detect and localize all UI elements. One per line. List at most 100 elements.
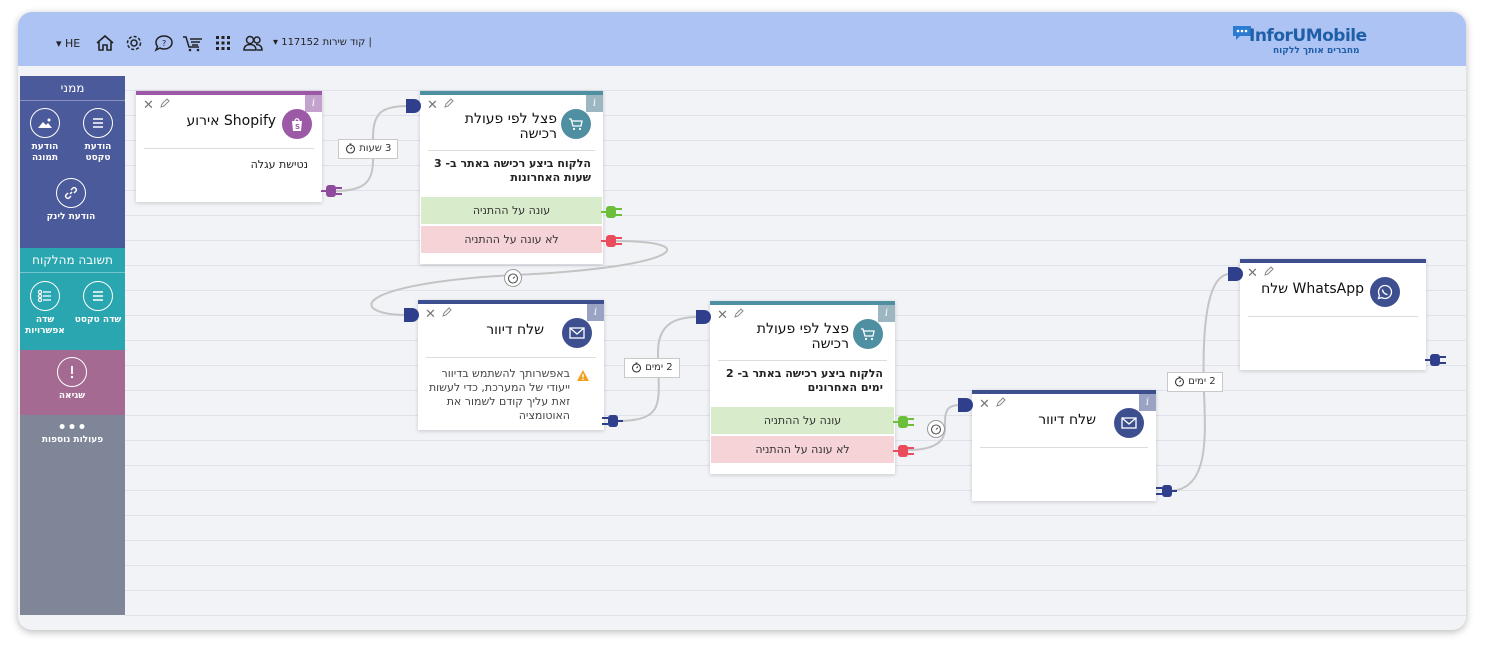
node-send-email-1[interactable]: i ✕ שלח דיוור באפשרותך להשתמש בדיוור ייע… bbox=[418, 300, 604, 430]
action-palette: ממני הודעת טקסט הודעת תמונה הודעת לינק ת… bbox=[20, 76, 125, 615]
delay-text: 2 ימים bbox=[645, 362, 673, 373]
node-color-bar bbox=[1240, 259, 1426, 263]
apps-grid-icon[interactable] bbox=[215, 35, 231, 51]
palette-section-title: ממני bbox=[20, 76, 125, 101]
pencil-icon[interactable] bbox=[996, 397, 1006, 407]
output-port[interactable] bbox=[1425, 354, 1446, 366]
close-icon[interactable]: ✕ bbox=[425, 307, 436, 322]
envelope-icon bbox=[562, 318, 592, 348]
branch-no[interactable]: לא עונה על ההתניה bbox=[421, 226, 602, 253]
node-description: הלקוח ביצע רכישה באתר ב- 2 ימים האחרונים bbox=[725, 367, 883, 394]
node-warning-text: באפשרותך להשתמש בדיוור ייעודי של המערכת,… bbox=[428, 367, 570, 422]
output-port-yes[interactable] bbox=[601, 206, 622, 218]
input-port[interactable] bbox=[406, 99, 421, 113]
node-color-bar bbox=[136, 91, 322, 95]
node-send-whatsapp[interactable]: ✕ שלח WhatsApp bbox=[1240, 259, 1426, 370]
node-separator bbox=[718, 360, 887, 361]
node-purchase-filter-2[interactable]: i ✕ פצל לפי פעולת רכישה הלקוח ביצע רכישה… bbox=[710, 301, 895, 474]
cart-list-icon[interactable] bbox=[182, 34, 204, 52]
home-icon[interactable] bbox=[95, 34, 115, 52]
delay-text: 2 ימים bbox=[1188, 376, 1216, 387]
palette-section-from-me: ממני הודעת טקסט הודעת תמונה הודעת לינק bbox=[20, 76, 125, 248]
palette-item-error[interactable]: שגיאה bbox=[47, 357, 97, 402]
info-icon[interactable]: i bbox=[1139, 394, 1156, 411]
pencil-icon[interactable] bbox=[442, 307, 452, 317]
node-description: הלקוח ביצע רכישה באתר ב- 3 שעות האחרונות bbox=[433, 157, 591, 184]
output-port[interactable] bbox=[321, 185, 342, 197]
delay-label-3[interactable]: 2 ימים bbox=[1167, 372, 1223, 392]
close-icon[interactable]: ✕ bbox=[717, 308, 728, 323]
close-icon[interactable]: ✕ bbox=[143, 98, 154, 113]
stopwatch-icon[interactable] bbox=[927, 420, 945, 438]
pencil-icon[interactable] bbox=[444, 98, 454, 108]
node-purchase-filter-1[interactable]: i ✕ פצל לפי פעולת רכישה הלקוח ביצע רכישה… bbox=[420, 91, 603, 264]
node-separator bbox=[1248, 316, 1418, 317]
node-color-bar bbox=[972, 390, 1156, 394]
pencil-icon[interactable] bbox=[1264, 266, 1274, 276]
input-port[interactable] bbox=[404, 308, 419, 322]
palette-section-customer-reply: תשובה מהלקוח שדה טקסט שדה אפשרויות bbox=[20, 248, 125, 350]
node-title: שלח דיוור bbox=[1038, 412, 1096, 428]
node-send-email-2[interactable]: i ✕ שלח דיוור bbox=[972, 390, 1156, 501]
pencil-icon[interactable] bbox=[160, 98, 170, 108]
node-separator bbox=[980, 447, 1148, 448]
palette-item-link-message[interactable]: הודעת לינק bbox=[46, 178, 96, 223]
branch-yes[interactable]: עונה על ההתניה bbox=[421, 197, 602, 224]
lines-icon bbox=[83, 108, 113, 138]
input-port[interactable] bbox=[1228, 267, 1243, 281]
info-icon[interactable]: i bbox=[878, 305, 895, 322]
output-port[interactable] bbox=[1156, 485, 1177, 497]
cart-check-icon bbox=[561, 109, 591, 139]
palette-item-text-field[interactable]: שדה טקסט bbox=[73, 281, 123, 326]
output-port[interactable] bbox=[602, 415, 623, 427]
more-dots-icon: ••• bbox=[57, 420, 88, 436]
palette-item-label: הודעת לינק bbox=[46, 212, 96, 222]
chat-icon[interactable]: ? bbox=[154, 34, 174, 52]
input-port[interactable] bbox=[958, 398, 973, 412]
output-port-yes[interactable] bbox=[893, 416, 914, 428]
pencil-icon[interactable] bbox=[734, 308, 744, 318]
stopwatch-icon bbox=[345, 142, 356, 154]
stopwatch-icon bbox=[1174, 375, 1185, 387]
palette-item-image-message[interactable]: הודעת תמונה bbox=[20, 108, 70, 164]
branch-no[interactable]: לא עונה על ההתניה bbox=[711, 436, 894, 463]
close-icon[interactable]: ✕ bbox=[979, 397, 990, 412]
info-icon[interactable]: i bbox=[586, 95, 603, 112]
node-color-bar bbox=[420, 91, 603, 95]
top-bar: ▾ HE ? ▾ קוד שירות 117152 | InforUMobile… bbox=[18, 12, 1466, 66]
node-shopify-event[interactable]: i ✕ אירוע Shopify S נטישת עגלה bbox=[136, 91, 322, 202]
input-port[interactable] bbox=[696, 310, 711, 324]
palette-item-label: פעולות נוספות bbox=[41, 435, 104, 445]
palette-item-text-message[interactable]: הודעת טקסט bbox=[73, 108, 123, 164]
shopify-bag-icon: S bbox=[282, 109, 312, 139]
node-color-bar bbox=[710, 301, 895, 305]
delay-label-1[interactable]: 3 שעות bbox=[338, 139, 399, 159]
service-code-dropdown[interactable]: ▾ קוד שירות 117152 | bbox=[273, 37, 372, 48]
language-selector[interactable]: ▾ HE bbox=[56, 37, 81, 50]
delay-text: 3 שעות bbox=[359, 143, 392, 154]
speech-bubble-logo-icon bbox=[1233, 26, 1251, 40]
stopwatch-icon bbox=[631, 361, 642, 373]
branch-yes[interactable]: עונה על ההתניה bbox=[711, 407, 894, 434]
gear-icon[interactable] bbox=[125, 34, 143, 52]
close-icon[interactable]: ✕ bbox=[427, 98, 438, 113]
palette-section-title: תשובה מהלקוח bbox=[20, 248, 125, 273]
palette-item-label: שגיאה bbox=[58, 391, 86, 401]
delay-label-2[interactable]: 2 ימים bbox=[624, 358, 680, 378]
palette-item-label: הודעת טקסט bbox=[84, 142, 112, 163]
stopwatch-icon[interactable] bbox=[504, 269, 522, 287]
output-port-no[interactable] bbox=[601, 235, 622, 247]
palette-item-options-field[interactable]: שדה אפשרויות bbox=[20, 281, 70, 337]
close-icon[interactable]: ✕ bbox=[1247, 266, 1258, 281]
link-icon bbox=[56, 178, 86, 208]
info-icon[interactable]: i bbox=[587, 304, 604, 321]
users-icon[interactable] bbox=[242, 34, 264, 52]
whatsapp-icon bbox=[1370, 277, 1400, 307]
palette-section-more: ••• פעולות נוספות bbox=[20, 415, 125, 615]
info-icon[interactable]: i bbox=[305, 95, 322, 112]
brand-logo: InforUMobile מחברים אותך ללקוח bbox=[1231, 24, 1367, 58]
exclamation-icon bbox=[57, 357, 87, 387]
app-window: ▾ HE ? ▾ קוד שירות 117152 | InforUMobile… bbox=[18, 12, 1466, 630]
palette-item-more-actions[interactable]: ••• פעולות נוספות bbox=[35, 421, 110, 446]
output-port-no[interactable] bbox=[893, 445, 914, 457]
